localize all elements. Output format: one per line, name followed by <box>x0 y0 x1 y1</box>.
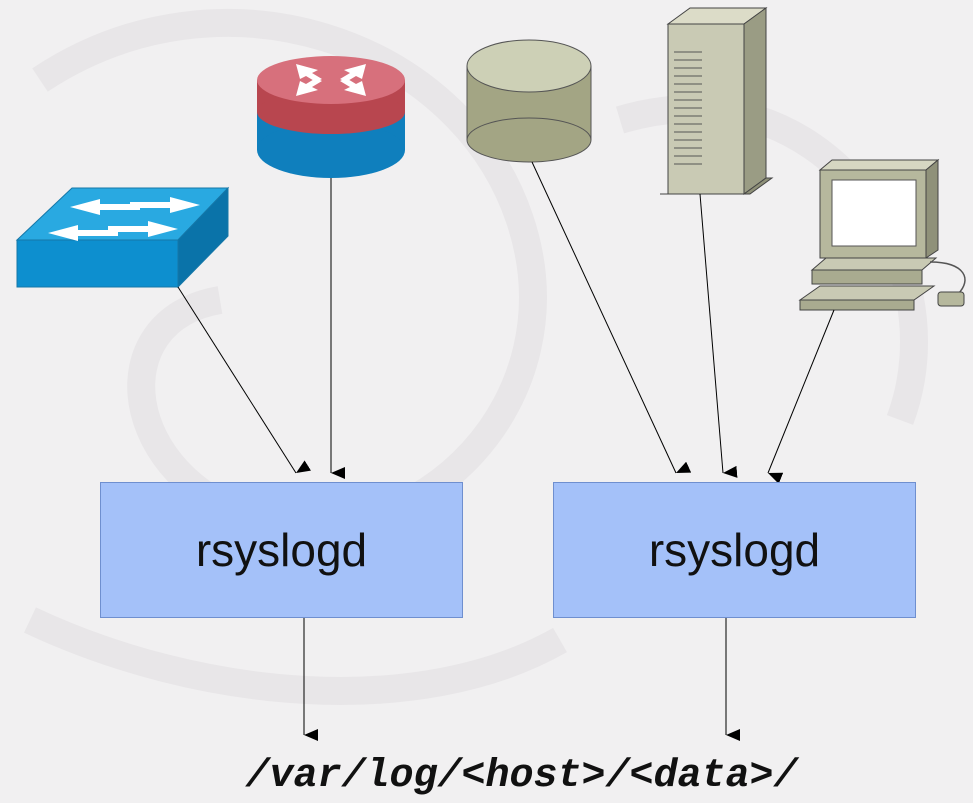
rsyslogd-node-right: rsyslogd <box>553 482 916 618</box>
arrow-database-to-right <box>531 161 692 474</box>
connector-arrows <box>177 161 835 741</box>
rsyslogd-node-left: rsyslogd <box>100 482 463 618</box>
output-path-label: /var/log/<host>/<data>/ <box>245 754 798 799</box>
rsyslogd-node-left-label: rsyslogd <box>195 524 368 576</box>
workstation-icon <box>798 158 966 311</box>
rsyslogd-node-right-label: rsyslogd <box>648 524 821 576</box>
server-tower-icon <box>660 7 774 195</box>
database-icon <box>466 39 592 163</box>
switch-icon <box>15 186 230 289</box>
router-icon <box>257 56 405 178</box>
arrow-server-to-right <box>699 193 738 478</box>
arrow-workstation-to-right <box>767 309 835 484</box>
arrow-switch-to-left <box>177 286 312 474</box>
